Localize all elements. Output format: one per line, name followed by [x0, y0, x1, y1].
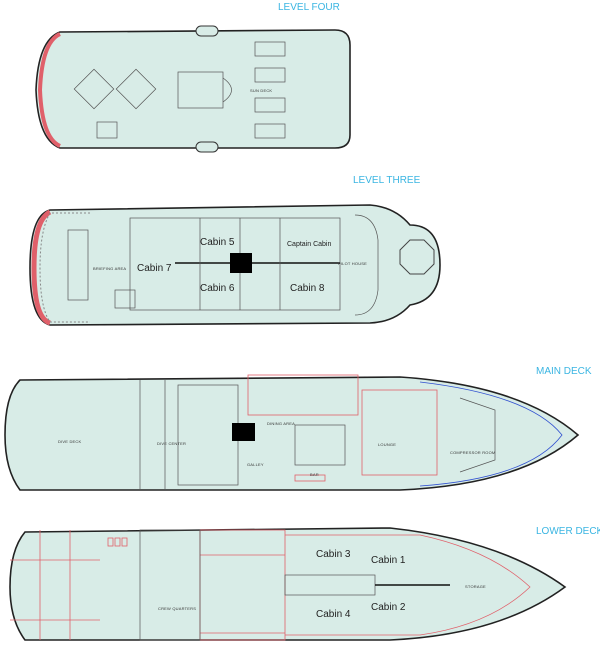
level-four-deck: LEVEL FOUR SUN DECK	[35, 2, 351, 153]
main-deck: MAIN DECK DIVE DECK DIVE CENTER DINING A…	[4, 366, 592, 491]
cabin-7-label: Cabin 7	[137, 263, 172, 274]
compressor-room-label: COMPRESSOR ROOM	[450, 450, 495, 455]
dive-deck-label: DIVE DECK	[58, 439, 81, 444]
galley-block	[232, 423, 255, 441]
briefing-area-label: BRIEFING AREA	[93, 266, 126, 271]
level-four-title: LEVEL FOUR	[278, 2, 340, 13]
lounge-label: LOUNGE	[378, 442, 396, 447]
cabin-1-label: Cabin 1	[371, 555, 406, 566]
main-deck-title: MAIN DECK	[536, 366, 592, 377]
cabin-5-label: Cabin 5	[200, 237, 235, 248]
pilot-house-label: PILOT HOUSE	[338, 261, 367, 266]
level-three-title: LEVEL THREE	[353, 175, 421, 186]
lower-deck-title: LOWER DECK	[536, 526, 600, 537]
cabin-4-label: Cabin 4	[316, 609, 351, 620]
dining-area-label: DINING AREA	[267, 421, 295, 426]
tender-top	[195, 25, 219, 37]
funnel	[230, 253, 252, 273]
level-three-deck: LEVEL THREE BRIEFING AREA PILOT HOUSE Ca…	[29, 175, 441, 326]
bar-label: BAR	[310, 472, 319, 477]
storage-label: STORAGE	[465, 584, 486, 589]
tender-bottom	[195, 141, 219, 153]
cabin-3-label: Cabin 3	[316, 549, 351, 560]
sun-deck-label: SUN DECK	[250, 88, 272, 93]
crew-quarters-label: CREW QUARTERS	[158, 606, 196, 611]
cabin-6-label: Cabin 6	[200, 283, 235, 294]
lower-deck: LOWER DECK CREW QUARTERS STORAGE Cabin 3…	[9, 526, 600, 641]
cabin-8-label: Cabin 8	[290, 283, 325, 294]
galley-label: GALLEY	[247, 462, 264, 467]
cabin-2-label: Cabin 2	[371, 602, 406, 613]
dive-center-label: DIVE CENTER	[157, 441, 186, 446]
captain-cabin-label: Captain Cabin	[287, 241, 331, 248]
sun-furniture	[73, 41, 286, 139]
